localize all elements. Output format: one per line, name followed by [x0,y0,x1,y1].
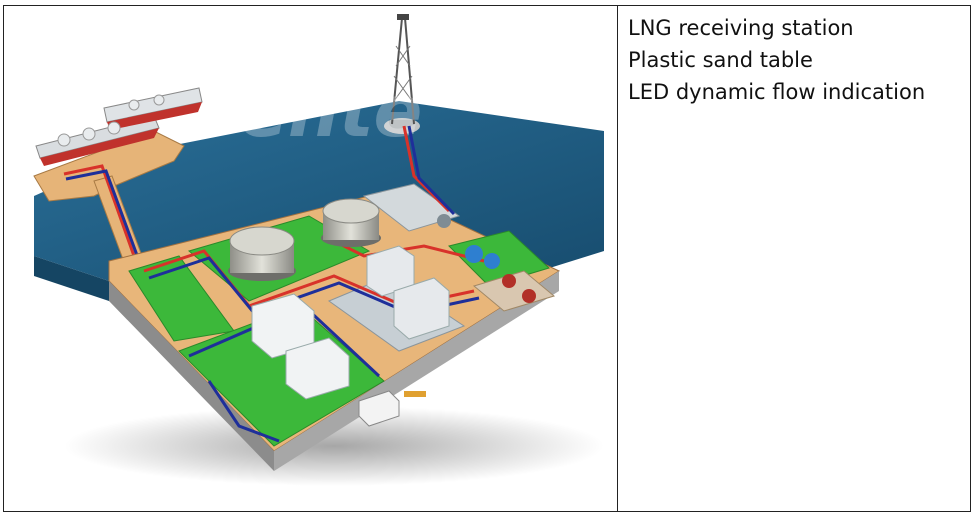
tanker-ship-icon [35,87,203,166]
lng-model-illustration: ente [33,14,604,486]
description-line-1: LNG receiving station [628,16,854,40]
product-table: ente [3,5,971,512]
description-cell: LNG receiving station Plastic sand table… [618,6,970,511]
description-line-3: LED dynamic flow indication [628,80,926,104]
watermark: ente [239,69,422,153]
lng-storage-tank-icon [228,198,381,281]
image-cell: ente [4,6,618,511]
description-line-2: Plastic sand table [628,48,813,72]
